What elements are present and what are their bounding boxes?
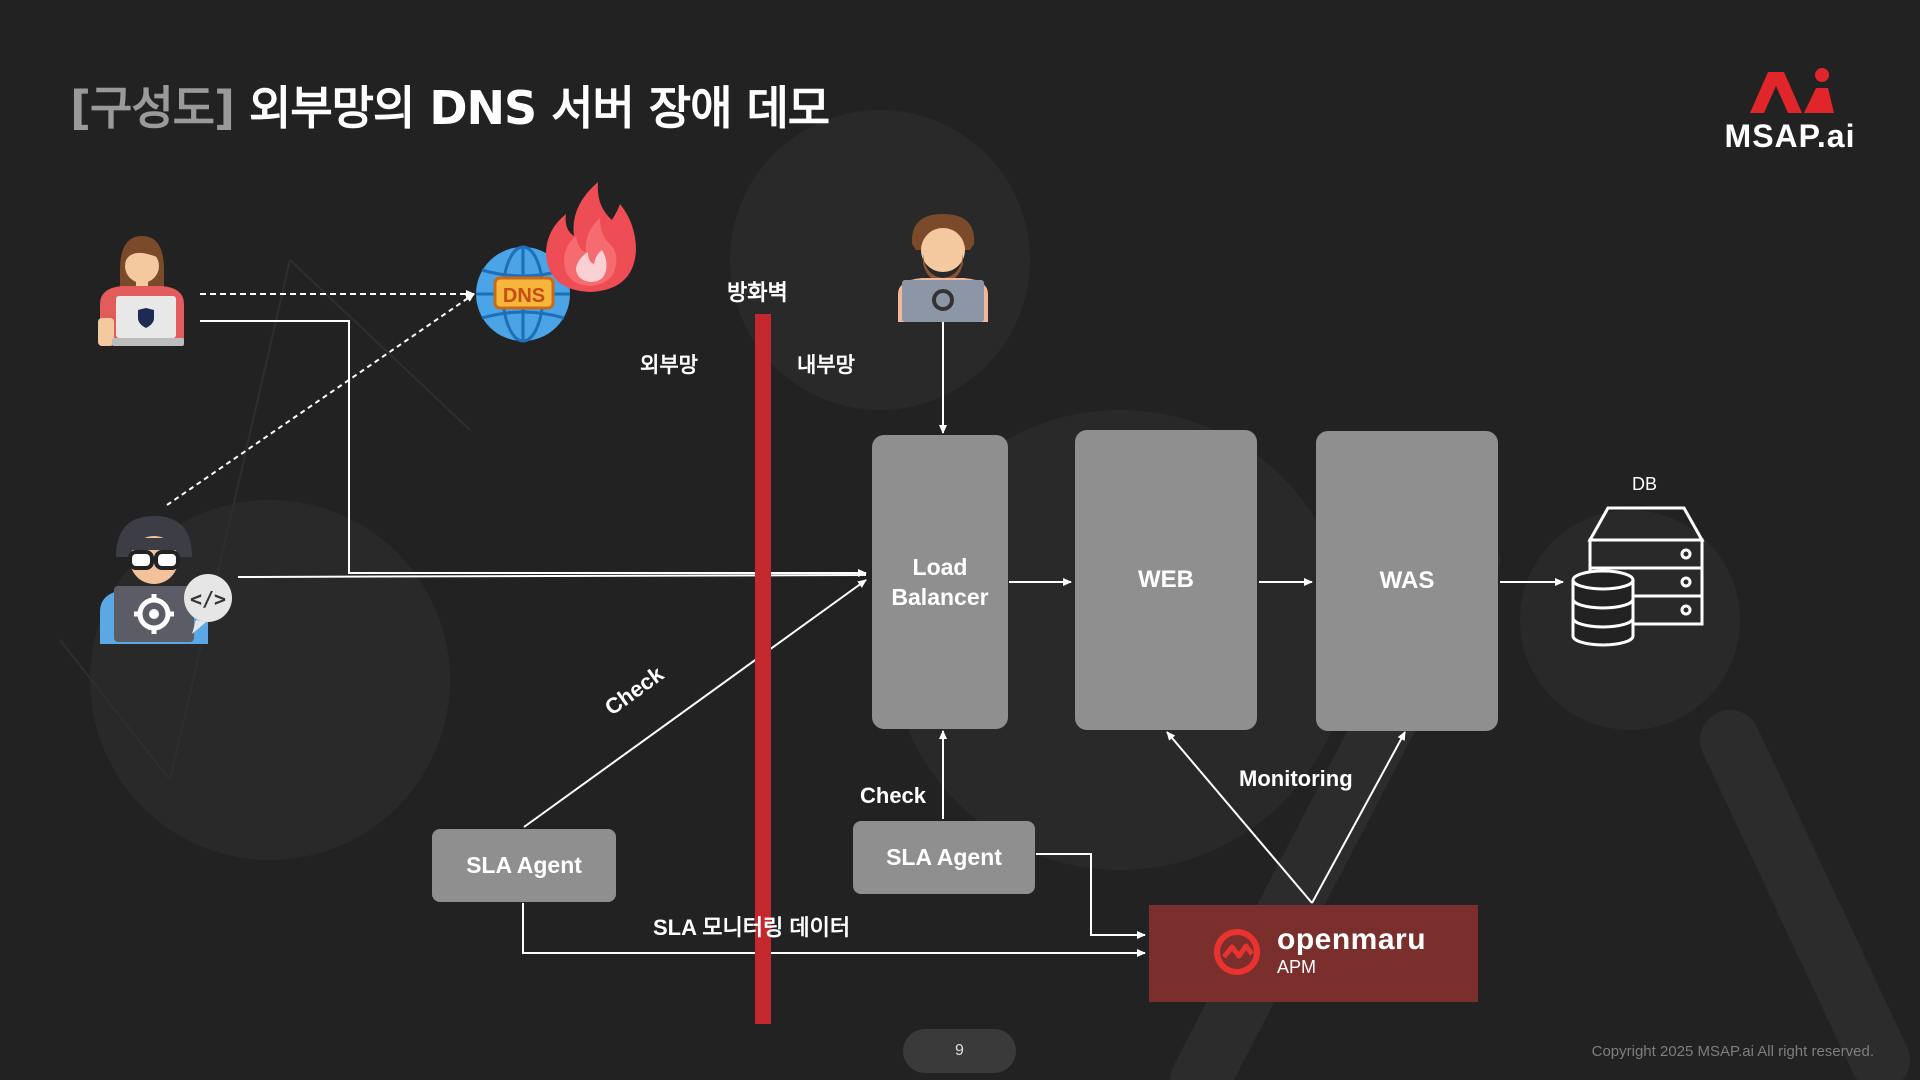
openmaru-logo-icon bbox=[1214, 929, 1260, 975]
fire-icon bbox=[546, 182, 636, 292]
sla-agent-external-label: SLA Agent bbox=[466, 852, 582, 878]
edge-sla-external-apm bbox=[522, 903, 1146, 957]
inside-network-label: 내부망 bbox=[797, 354, 855, 377]
web-label: WEB bbox=[1138, 566, 1194, 593]
edge-sla-external-check bbox=[523, 579, 867, 828]
sla-agent-external: SLA Agent bbox=[432, 829, 616, 902]
edge-hacker-lb bbox=[237, 574, 867, 578]
page-title: [구성도] 외부망의 DNS 서버 장애 데모 bbox=[70, 72, 830, 138]
firewall-bar bbox=[755, 314, 771, 1024]
logo-text: MSAP.ai bbox=[1724, 118, 1856, 154]
title-text: 외부망의 DNS 서버 장애 데모 bbox=[249, 81, 830, 135]
edge-monitor-web bbox=[1166, 731, 1313, 904]
firewall-label: 방화벽 bbox=[727, 280, 788, 305]
msap-logo-icon bbox=[1750, 68, 1834, 113]
title-tag: [구성도] bbox=[70, 81, 235, 135]
check-internal-label: Check bbox=[860, 783, 927, 808]
edge-user-lb bbox=[200, 320, 867, 577]
apm-name: openmaru bbox=[1277, 923, 1427, 956]
edge-hacker-dns bbox=[166, 293, 475, 506]
outside-network-label: 외부망 bbox=[640, 354, 698, 377]
was-node: WAS bbox=[1316, 431, 1498, 731]
load-balancer-label: Load Balancer bbox=[891, 554, 989, 610]
admin-laptop-icon bbox=[898, 214, 988, 322]
apm-node: openmaru APM bbox=[1149, 905, 1478, 1002]
copyright-text: Copyright 2025 MSAP.ai All right reserve… bbox=[1591, 1043, 1874, 1060]
edge-sla-internal-apm bbox=[1036, 853, 1146, 939]
edge-monitor-was bbox=[1311, 731, 1406, 904]
dns-label: DNS bbox=[503, 285, 545, 307]
sla-data-label: SLA 모니터링 데이터 bbox=[653, 915, 851, 940]
apm-sub: APM bbox=[1277, 957, 1317, 977]
svg-text:</>: </> bbox=[190, 587, 226, 611]
db-label: DB bbox=[1632, 474, 1658, 494]
web-node: WEB bbox=[1075, 430, 1257, 730]
load-balancer-node: Load Balancer bbox=[872, 435, 1008, 729]
was-label: WAS bbox=[1379, 567, 1435, 594]
page-number: 9 bbox=[903, 1029, 1016, 1073]
database-server-icon bbox=[1571, 506, 1705, 647]
sla-agent-internal-label: SLA Agent bbox=[886, 844, 1002, 870]
user-laptop-icon bbox=[98, 236, 184, 346]
monitoring-label: Monitoring bbox=[1239, 766, 1353, 791]
sla-agent-internal: SLA Agent bbox=[853, 821, 1035, 894]
dns-globe-icon: DNS bbox=[476, 245, 570, 343]
hacker-icon: </> bbox=[100, 516, 232, 644]
